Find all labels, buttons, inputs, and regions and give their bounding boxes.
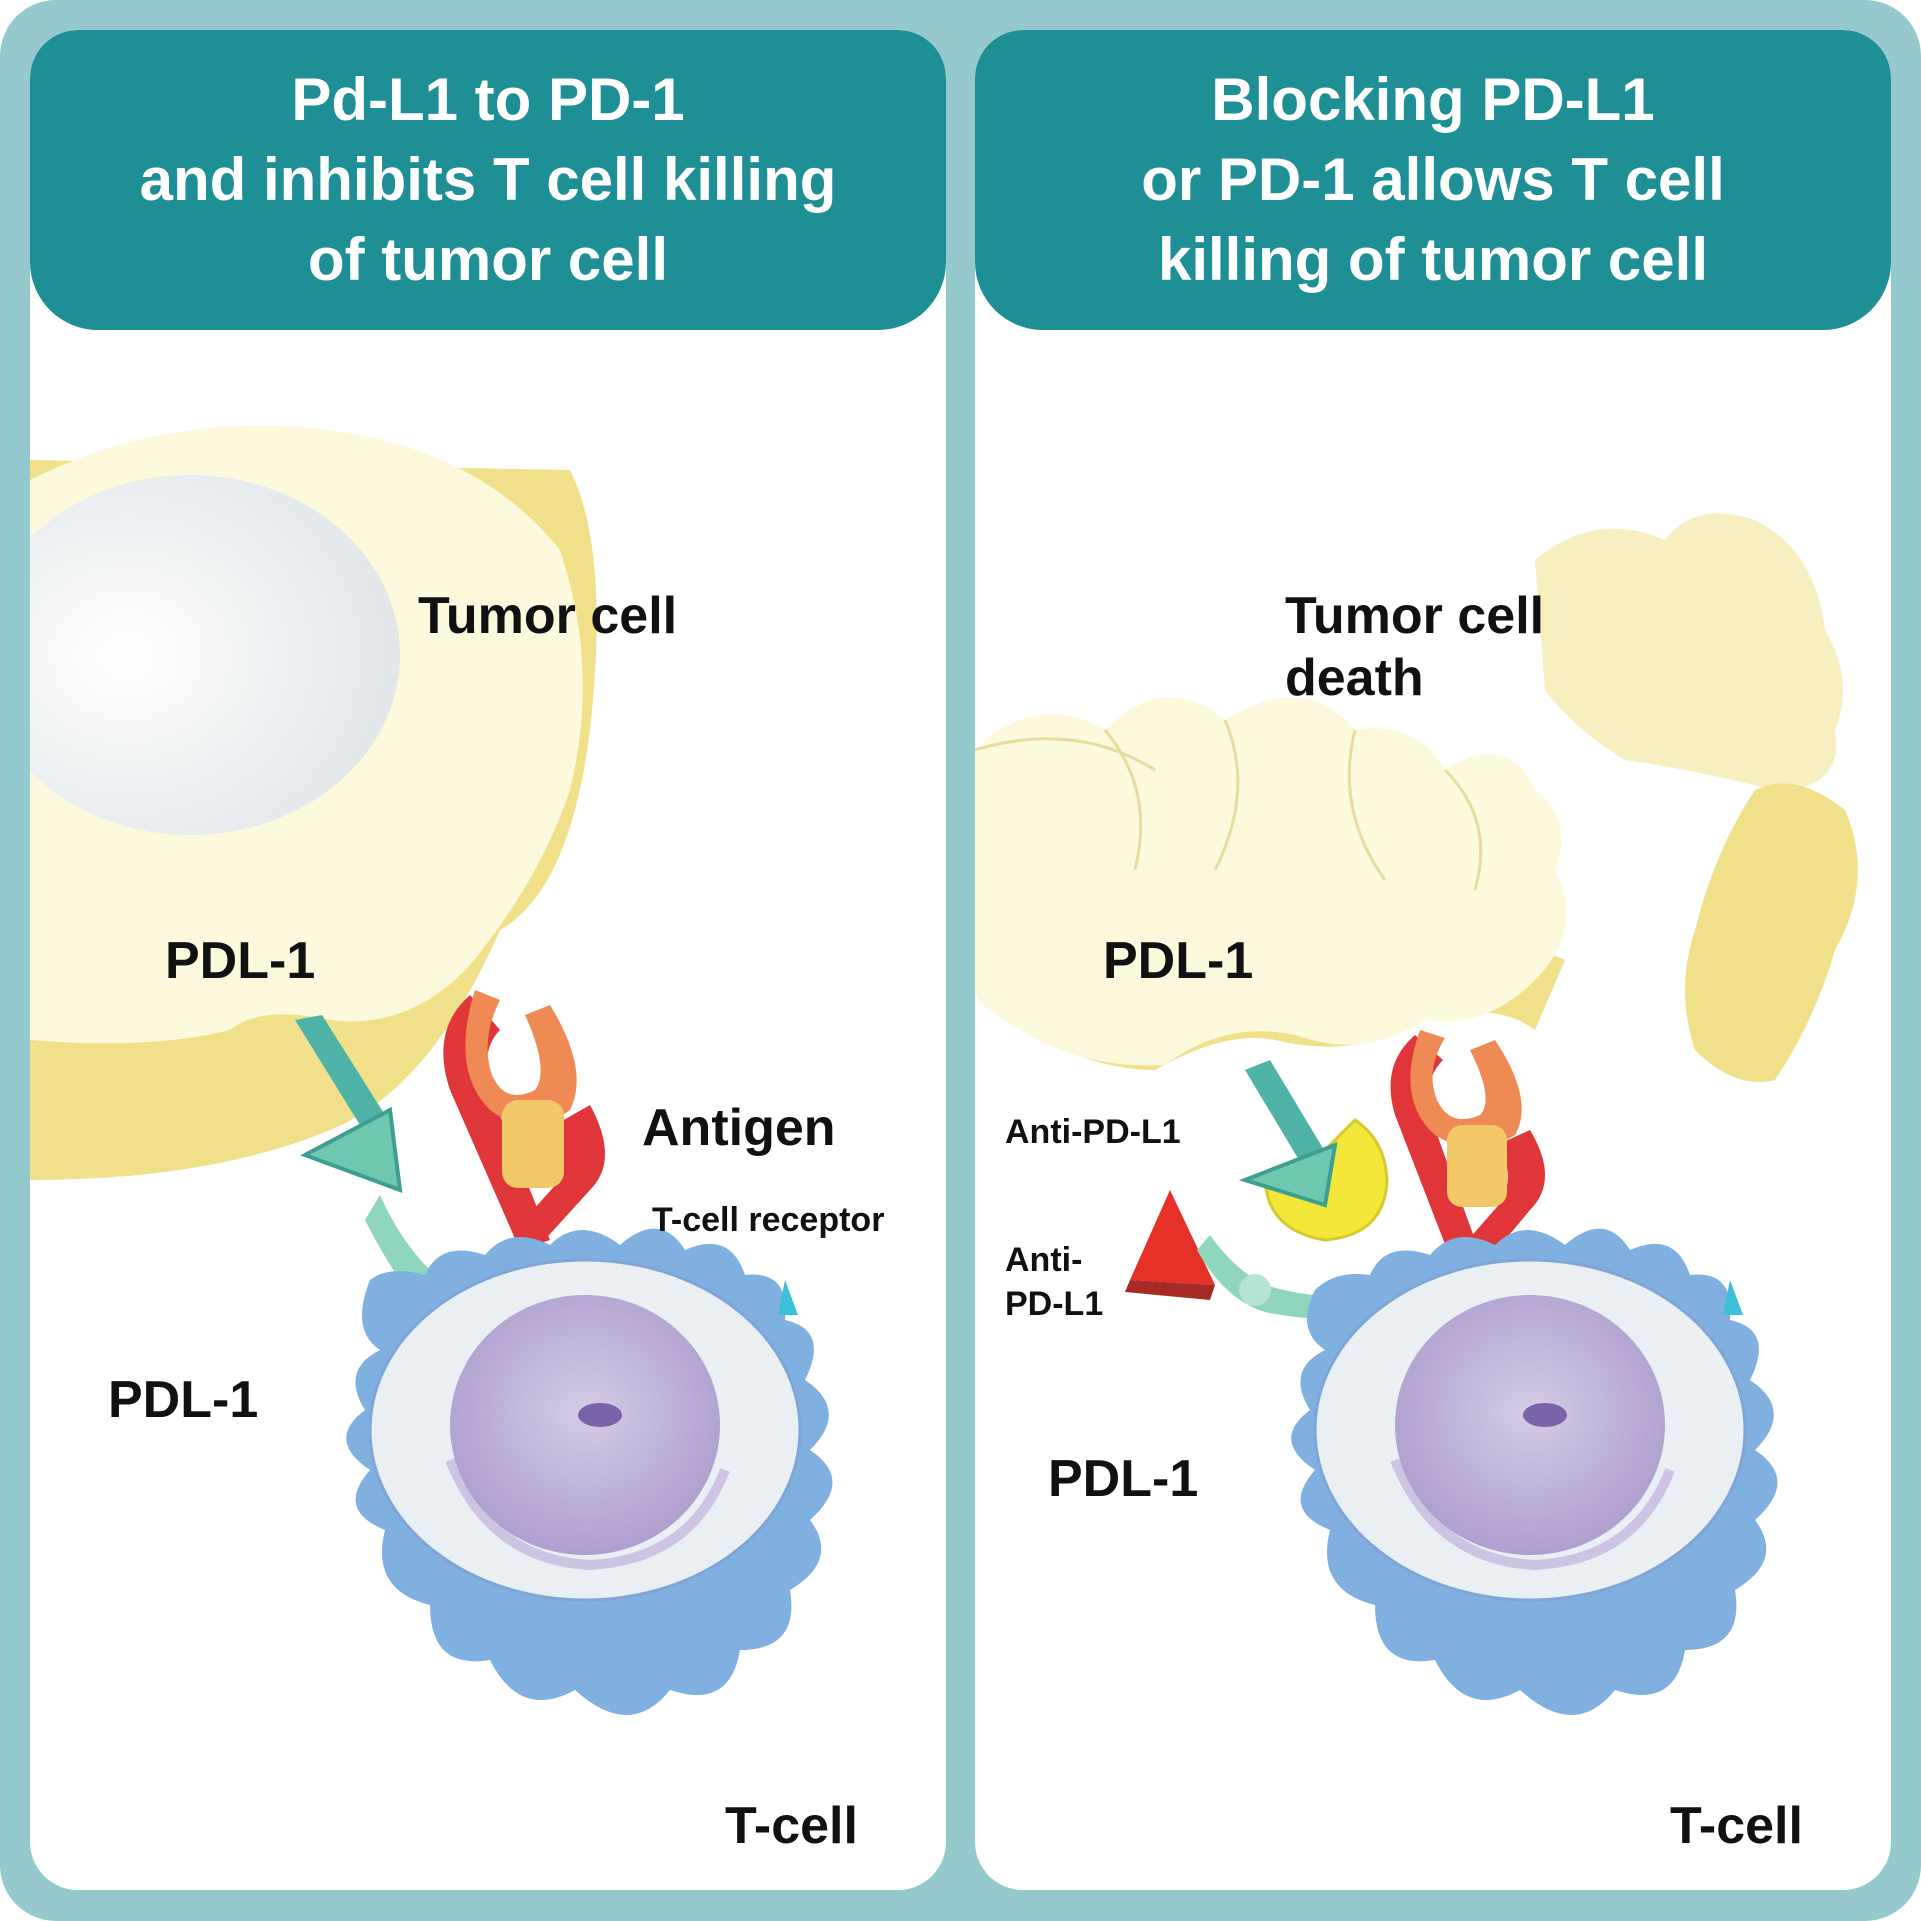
label-tcell: T-cell xyxy=(725,1797,858,1855)
tcell-nucleus xyxy=(450,1295,720,1555)
label-pdl1-lower: PDL-1 xyxy=(1048,1450,1199,1508)
label-tumor-cell: Tumor cell xyxy=(418,587,678,645)
tumor-nucleus xyxy=(30,475,400,835)
panel-title-left: Pd-L1 to PD-1 and inhibits T cell killin… xyxy=(139,66,837,293)
label-antigen: Antigen xyxy=(642,1099,836,1157)
panel-header-left: Pd-L1 to PD-1 and inhibits T cell killin… xyxy=(30,30,946,330)
diagram-right xyxy=(975,513,1858,1715)
tcell-nucleus xyxy=(1395,1295,1665,1555)
tcell-left xyxy=(346,1228,833,1715)
tcell-receptor-antigen xyxy=(443,990,605,1250)
diagram-left xyxy=(30,425,833,1715)
label-tcell: T-cell xyxy=(1670,1797,1803,1855)
anti-pdl1-antibody xyxy=(1130,1190,1215,1285)
label-anti-pdl1-bottom: Anti- PD-L1 xyxy=(1005,1241,1104,1323)
label-anti-pdl1-top: Anti-PD-L1 xyxy=(1005,1113,1181,1151)
panel-header-right: Blocking PD-L1 or PD-1 allows T cell kil… xyxy=(975,30,1891,330)
label-tcell-receptor: T-cell receptor xyxy=(652,1201,885,1239)
label-tumor-cell-death: Tumor cell death xyxy=(1285,587,1545,707)
label-pdl1-upper: PDL-1 xyxy=(165,932,316,990)
pdl1-receptor xyxy=(295,1015,403,1194)
tumor-fragment-right xyxy=(1535,513,1843,790)
panel-pdl1-blocking: Blocking PD-L1 or PD-1 allows T cell kil… xyxy=(975,30,1891,1890)
tumor-fragment-main xyxy=(975,697,1567,1066)
tcell-receptor-antigen xyxy=(1390,1030,1545,1270)
tumor-fragment-far-right xyxy=(1685,783,1858,1082)
label-pdl1-lower: PDL-1 xyxy=(108,1371,259,1429)
panel-pdl1-binding: Pd-L1 to PD-1 and inhibits T cell killin… xyxy=(30,30,946,1890)
pdl1-receptor xyxy=(1238,1060,1338,1208)
tcell-right xyxy=(1291,1228,1778,1715)
label-pdl1-upper: PDL-1 xyxy=(1103,932,1254,990)
panel-title-right: Blocking PD-L1 or PD-1 allows T cell kil… xyxy=(1141,66,1725,293)
